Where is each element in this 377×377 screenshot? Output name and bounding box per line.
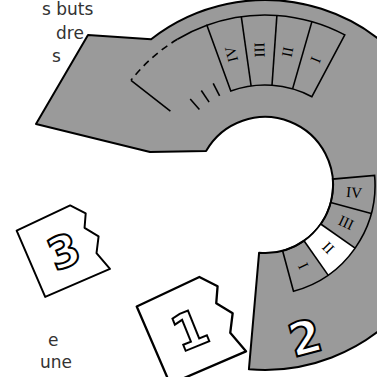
- text-fragment: s: [52, 48, 61, 65]
- cell-numeral: III: [253, 42, 269, 58]
- cell-numeral: IV: [345, 185, 362, 201]
- step-flag: 1: [129, 266, 254, 377]
- flag-outline: [15, 200, 112, 298]
- text-fragment: s buts: [42, 1, 93, 18]
- text-fragment: e: [48, 332, 58, 349]
- step-flag: 3: [10, 196, 117, 303]
- text-fragment: une: [40, 354, 72, 371]
- text-fragment: dre: [56, 25, 84, 42]
- flag-outline: [135, 271, 248, 377]
